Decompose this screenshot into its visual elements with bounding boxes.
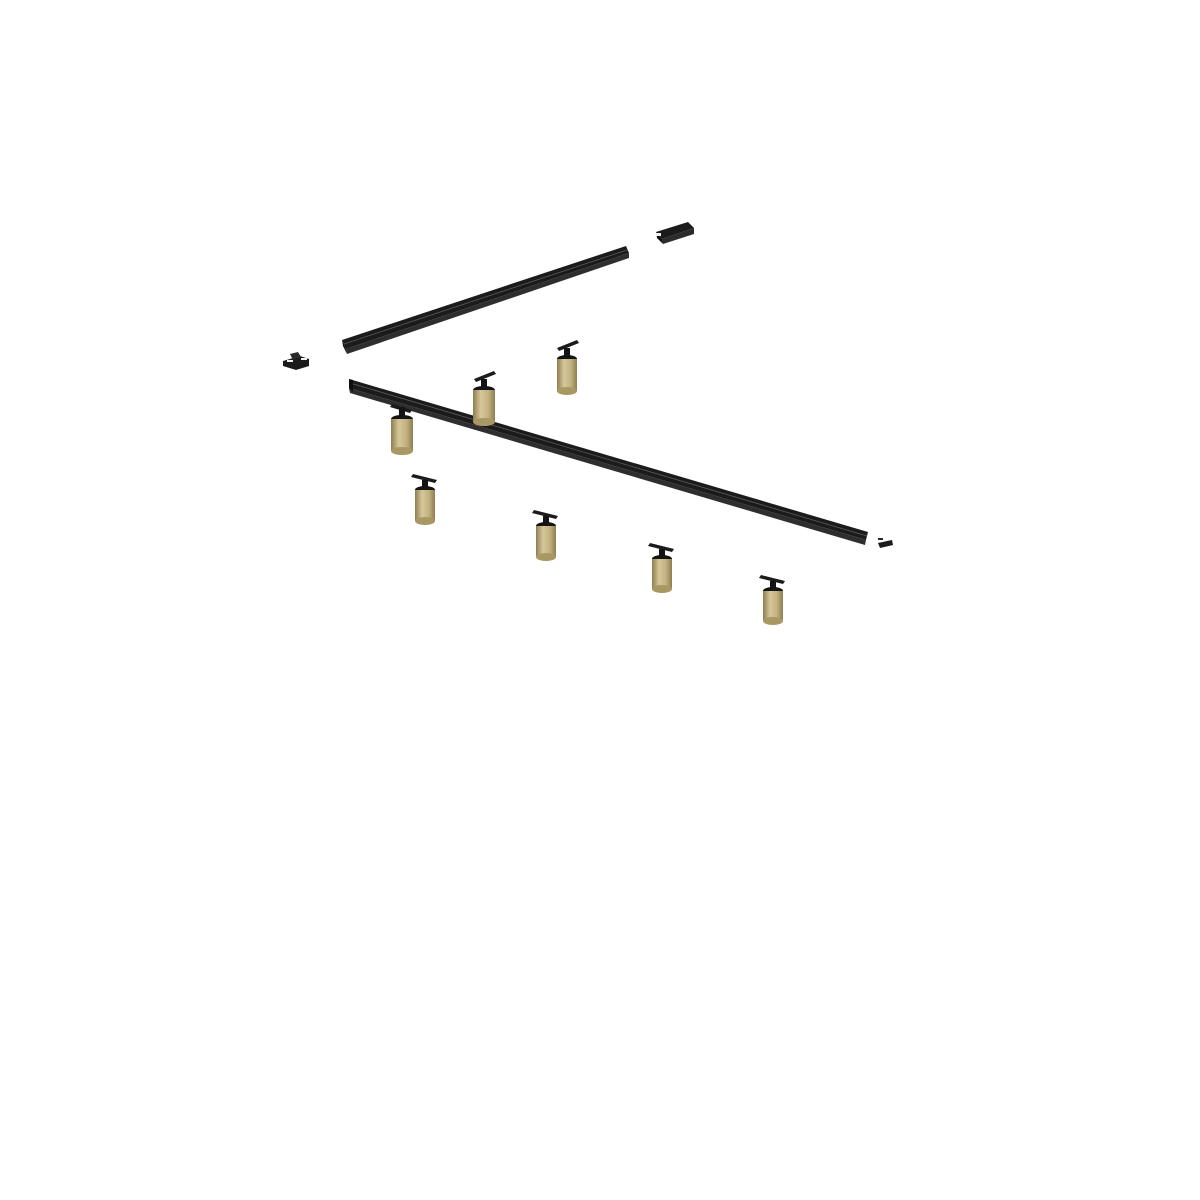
- spotlight-4: [411, 474, 437, 525]
- spotlight-7: [759, 575, 785, 625]
- spotlight-3: [390, 404, 413, 455]
- track-connector-top-right: [656, 222, 694, 244]
- track-end-cap: [878, 538, 893, 548]
- spotlight-1: [557, 340, 579, 395]
- track-connector-left-tee: [283, 352, 309, 370]
- spotlight-6: [648, 543, 674, 593]
- spotlight-5: [532, 510, 558, 561]
- track-rail-upper: [342, 246, 629, 354]
- spotlight-2: [473, 371, 496, 426]
